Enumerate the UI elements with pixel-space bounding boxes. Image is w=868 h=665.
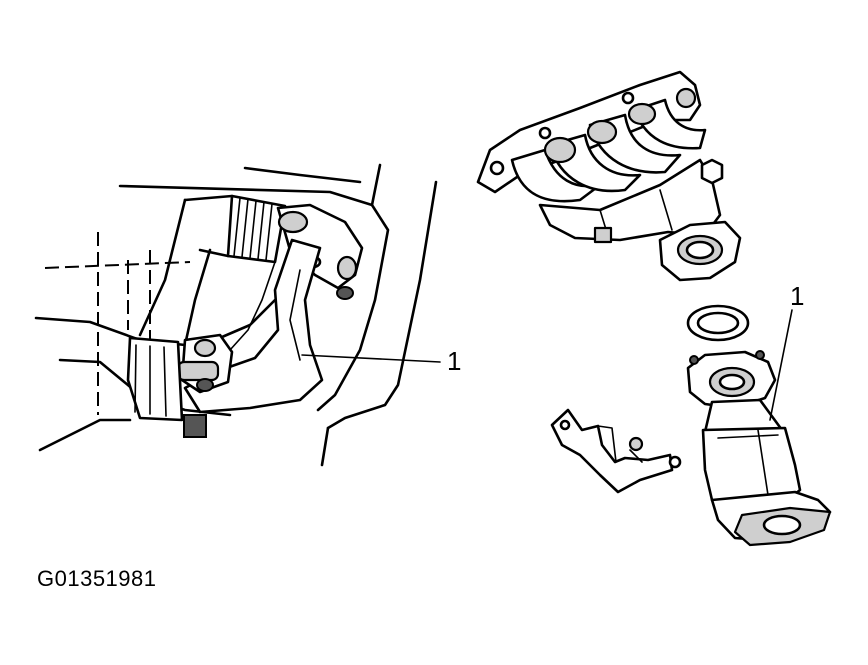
frame-inner-edge bbox=[316, 203, 390, 412]
body-edge-line bbox=[243, 166, 362, 184]
crossmember bbox=[34, 298, 277, 347]
frame-left-bottom bbox=[38, 418, 132, 452]
manifold-runner-1 bbox=[510, 148, 602, 203]
gasket bbox=[686, 304, 750, 342]
manifold-nut bbox=[700, 158, 724, 185]
callout-label-left: 1 bbox=[447, 346, 461, 376]
callout-label-right: 1 bbox=[790, 281, 804, 311]
exhaust-manifold bbox=[476, 70, 742, 282]
figure-id: G01351981 bbox=[37, 566, 157, 591]
pipe-clamp bbox=[126, 336, 207, 438]
callout-leader-left bbox=[301, 354, 441, 363]
flex-bellows bbox=[138, 194, 287, 347]
left-installed-view: 1 bbox=[34, 163, 461, 467]
catalytic-converter bbox=[686, 350, 832, 547]
lower-flange bbox=[176, 333, 234, 394]
frame-lower-edge bbox=[320, 426, 330, 467]
converter-bracket bbox=[550, 408, 682, 494]
callout-leader-right bbox=[769, 309, 793, 421]
body-panel-outline bbox=[118, 163, 382, 207]
front-pipe-left bbox=[183, 238, 324, 414]
hidden-line-3 bbox=[44, 261, 191, 269]
frame-right-edge bbox=[326, 180, 438, 430]
